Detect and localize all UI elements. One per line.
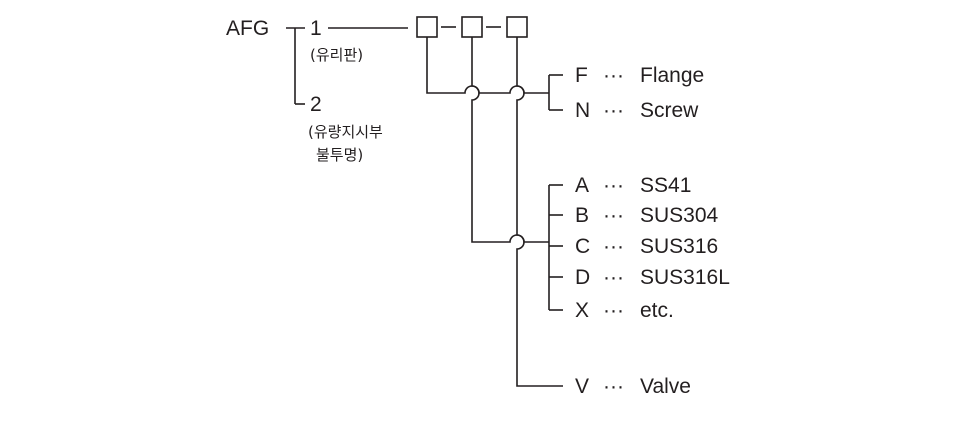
model-prefix: AFG: [226, 17, 269, 40]
variant-1-note: (유리판): [310, 46, 363, 64]
slot-1-connector: [426, 37, 549, 94]
option-separator: ···: [603, 204, 624, 227]
option-meaning: Flange: [640, 64, 704, 87]
option-code: V: [575, 375, 589, 398]
option-code: D: [575, 266, 590, 289]
code-slot-3: [506, 16, 528, 38]
option-code: X: [575, 299, 589, 322]
option-meaning: SS41: [640, 174, 691, 197]
option-meaning: SUS316: [640, 235, 718, 258]
code-slot-2: [461, 16, 483, 38]
variant-2-note-line-1: (유량지시부: [308, 123, 383, 141]
option-meaning: SUS304: [640, 204, 719, 227]
option-meaning: SUS316L: [640, 266, 730, 289]
material-options: A ··· SS41 B ··· SUS304 C ··· SUS316 D ·…: [575, 174, 730, 322]
slot-3-connector: [516, 37, 563, 387]
variant-branch-lines: [286, 27, 408, 105]
connection-options: F ··· Flange N ··· Screw: [575, 64, 704, 122]
option-separator: ···: [603, 99, 624, 122]
option-code: A: [575, 174, 589, 197]
option-meaning: Valve: [640, 375, 691, 398]
option-meaning: etc.: [640, 299, 674, 322]
option-code: C: [575, 235, 590, 258]
option-separator: ···: [603, 266, 624, 289]
variant-2-code: 2: [310, 93, 322, 116]
option-code: B: [575, 204, 589, 227]
option-code: N: [575, 99, 590, 122]
option-code: F: [575, 64, 588, 87]
code-slots: [416, 16, 528, 38]
option-separator: ···: [603, 375, 624, 398]
option-meaning: Screw: [640, 99, 699, 122]
connector-lines: [426, 37, 563, 387]
option-separator: ···: [603, 235, 624, 258]
code-slot-1: [416, 16, 438, 38]
variant-2-note-line-2: 불투명): [316, 146, 363, 164]
option-separator: ···: [603, 174, 624, 197]
option-separator: ···: [603, 64, 624, 87]
variant-1-code: 1: [310, 17, 322, 40]
option-separator: ···: [603, 299, 624, 322]
accessory-options: V ··· Valve: [575, 375, 691, 398]
slot-2-connector: [471, 37, 549, 243]
